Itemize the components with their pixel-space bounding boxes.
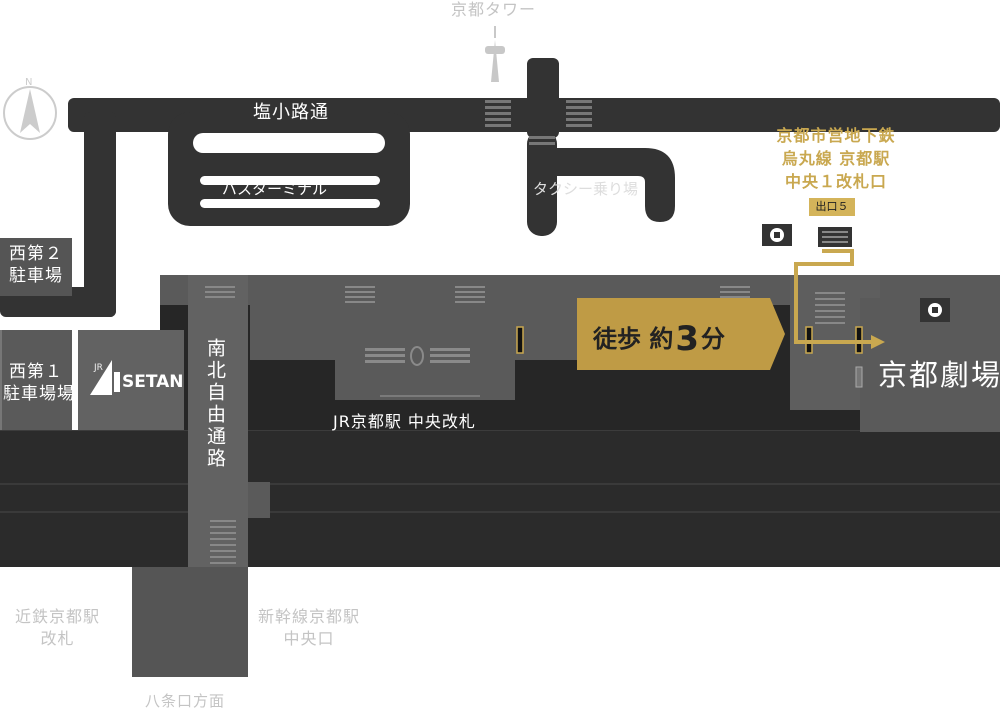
hachijo-label: 八条口方面 [145,692,226,710]
bus-islands [193,133,385,208]
walk-minutes: 3 [675,319,700,359]
walk-badge [577,298,785,370]
station-building [0,275,1000,677]
crosswalks [485,100,592,145]
kyoto-tower-icon [485,26,505,82]
south-north-passage-label: 南北自由通路 [204,338,226,470]
kyoto-theater-label[interactable]: 京都劇場 [878,358,1000,392]
elevator-icon [920,298,950,322]
bus-terminal-block [168,112,410,226]
walk-time: 徒歩 約3分 [593,316,726,359]
isetan-jr-label: JR [94,363,103,373]
parking-2-block [0,238,72,296]
exit-5-badge: 出口５ [809,198,855,216]
compass-north-label: N [25,77,33,88]
kintetsu-label: 近鉄京都駅 改札 [15,607,101,648]
kyoto-tower-label: 京都タワー [451,0,537,19]
taxi-road-loop [545,148,675,222]
stairs-icon [205,286,845,564]
isetan-label: SETAN [122,372,184,392]
shinkansen-label: 新幹線京都駅 中央口 [258,607,361,648]
arrow-head [871,335,885,349]
jr-central-gate-label: JR京都駅 中央改札 [333,412,476,431]
elevator-icon [762,224,792,246]
compass-icon [3,86,57,140]
road-tower [527,58,559,138]
route-arrow-icon [794,249,875,344]
central-gate-icon [365,346,480,397]
isetan-logo [90,360,120,395]
walk-suffix: 分 [701,325,726,353]
bus-terminal-label: バスターミナル [222,180,328,198]
shiokoji-street-label: 塩小路通 [253,102,329,123]
road-west-vertical [84,112,116,317]
parking-2-label: 西第２ 駐車場 [9,244,63,287]
taxi-stand-label: タクシー乗り場 [533,180,639,198]
subway-gate-label: 京都市営地下鉄 烏丸線 京都駅 中央１改札口 [776,126,896,192]
walk-prefix: 徒歩 約 [593,325,674,353]
parking-1-label: 西第１ 駐車場場 [3,362,75,405]
